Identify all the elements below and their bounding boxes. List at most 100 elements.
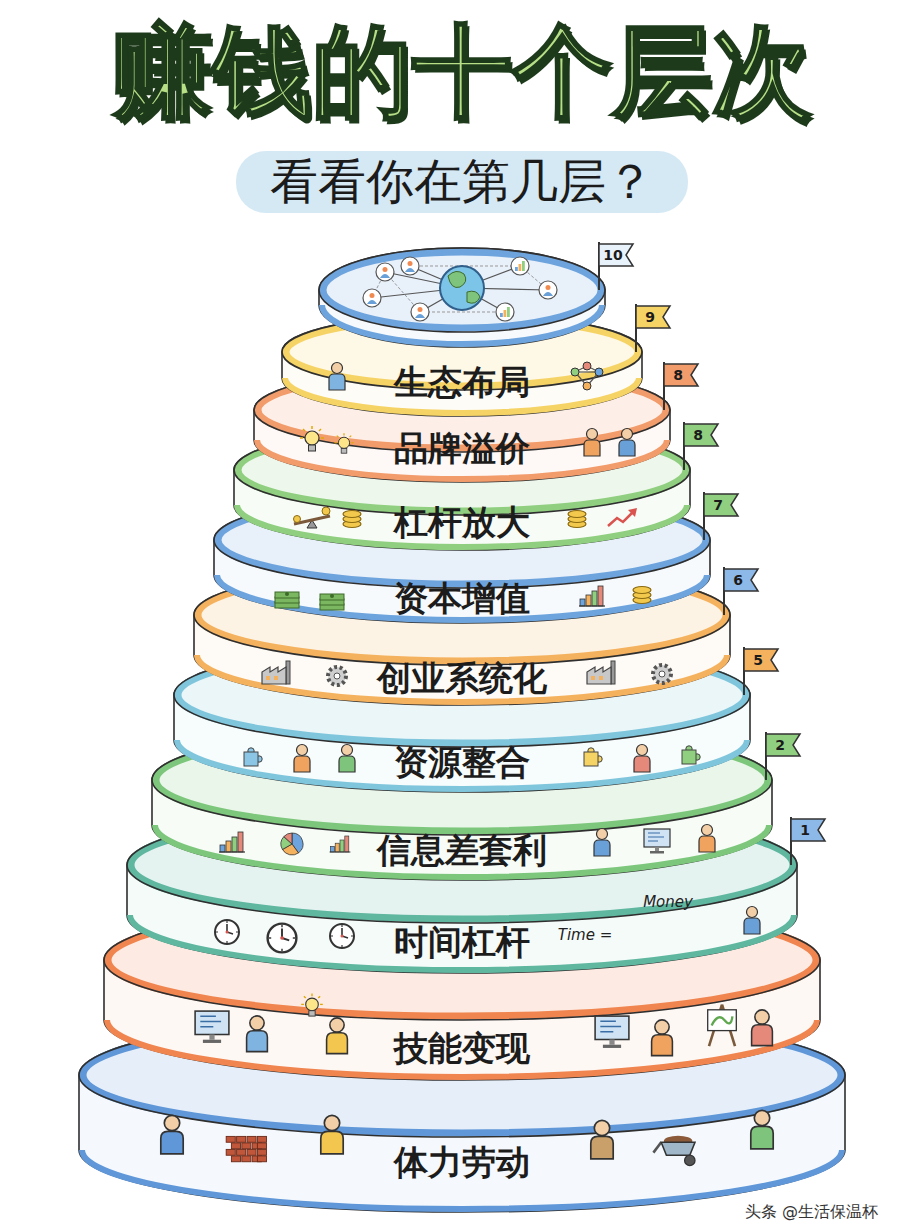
network-icon-part — [571, 368, 579, 376]
tier-label-box: 时间杠杆 — [394, 922, 530, 963]
subtitle-band: 看看你在第几层？ — [236, 151, 688, 213]
cash-icon — [275, 592, 299, 608]
ecosystem-illustration-part — [546, 285, 551, 290]
bars-icon-part — [330, 846, 334, 852]
person-icon — [327, 1018, 348, 1054]
gear-icon-part — [334, 673, 340, 679]
ecosystem-illustration-part — [496, 303, 514, 321]
bulb-icon-part — [321, 437, 324, 439]
clock-icon-part — [226, 941, 227, 943]
person-icon — [339, 745, 355, 773]
barrow-icon-part — [685, 1155, 695, 1165]
person-icon-part — [594, 840, 610, 856]
clock-icon-part — [216, 931, 218, 932]
person-icon-part — [637, 745, 648, 756]
tier-outline-part — [319, 248, 605, 347]
tier-outline-part — [108, 904, 816, 1016]
level-flag — [791, 817, 825, 865]
coins-icon-part — [568, 511, 586, 518]
clock-icon-part — [351, 935, 353, 936]
clock-icon-part — [341, 945, 342, 947]
network-icon-part — [583, 362, 591, 370]
ecosystem-illustration-part — [408, 261, 413, 266]
person-icon-part — [591, 1136, 613, 1158]
bricks-icon-part — [226, 1136, 235, 1142]
bars-icon-part — [220, 845, 225, 852]
bars-icon-part — [219, 851, 245, 852]
tier-label-box: 生态布局 — [394, 362, 530, 403]
tier-drawing — [127, 807, 825, 973]
person-icon-part — [699, 836, 715, 852]
tier-label-box: 信息差套利 — [377, 830, 547, 871]
level-flag-part — [744, 649, 778, 671]
bulb-icon-part — [351, 442, 353, 443]
person-icon-part — [294, 756, 310, 772]
person-icon — [329, 363, 345, 391]
tier-outline — [152, 725, 772, 880]
person-icon-part — [161, 1131, 183, 1153]
ecosystem-illustration-part — [420, 312, 505, 313]
tier-outline — [319, 248, 605, 347]
bricks-icon-part — [242, 1143, 251, 1149]
tier-outline-part — [127, 807, 797, 973]
puzzle-icon — [584, 748, 602, 766]
label-box: 2 — [775, 737, 785, 754]
person-icon-part — [250, 1016, 264, 1030]
tier-outline-part — [198, 569, 726, 661]
bricks-icon-part — [237, 1149, 246, 1155]
clock-icon-part — [236, 931, 238, 932]
clock-icon-part — [226, 921, 227, 923]
tier-outline-part — [79, 1013, 845, 1137]
tier-outline-part — [156, 729, 768, 831]
person-icon — [619, 429, 635, 457]
label-box: 7 — [713, 497, 723, 514]
ecosystem-illustration-part — [383, 267, 388, 272]
clock-icon — [330, 924, 354, 948]
tier-drawing — [152, 725, 800, 880]
level-flag — [744, 647, 778, 695]
person-icon-part — [164, 1115, 179, 1130]
computer-icon-part — [644, 829, 670, 847]
ecosystem-illustration-part — [504, 310, 507, 317]
bulb-icon-part — [304, 996, 306, 998]
tier-outline-part — [79, 1013, 845, 1212]
computer-icon — [195, 1011, 229, 1043]
cash-icon-part — [320, 594, 344, 600]
flag-number: 8 — [693, 427, 703, 444]
person-icon-part — [652, 1035, 673, 1056]
computer-icon-part — [648, 833, 664, 841]
bulb-icon-part — [305, 431, 319, 445]
ecosystem-illustration-part — [515, 267, 518, 271]
bricks-icon-part — [247, 1136, 256, 1142]
cash-icon-part — [330, 594, 334, 598]
clock-icon — [268, 924, 297, 953]
label-box: 8 — [693, 427, 703, 444]
computer-icon-part — [603, 1045, 621, 1048]
lever-icon-part — [294, 516, 301, 523]
clock-icon-part — [269, 937, 271, 938]
tier-outline — [234, 425, 690, 550]
level-flag-part — [636, 306, 670, 328]
level-flag-part — [664, 364, 698, 386]
puzzle-icon-part — [682, 750, 696, 764]
person-icon-part — [597, 829, 608, 840]
tier-outline-part — [234, 425, 690, 515]
computer-icon-part — [655, 847, 659, 851]
tier-label: 资本增值 — [394, 578, 530, 619]
person-icon — [321, 1115, 343, 1154]
level-flag — [684, 422, 718, 470]
bars-icon-part — [586, 595, 591, 606]
person-icon — [594, 829, 610, 857]
person-icon-part — [754, 1110, 769, 1125]
tier-outline — [194, 565, 730, 705]
title-box: 赚钱的十个层次 — [112, 17, 812, 127]
tier-outline-part — [254, 368, 670, 482]
tier-label: 创业系统化 — [377, 658, 547, 699]
arrowup-icon-part — [608, 512, 633, 526]
tier-label: 信息差套利 — [377, 830, 547, 871]
flag-number: 5 — [753, 652, 763, 669]
person-icon-part — [752, 1025, 773, 1046]
arrowup-icon-part — [628, 508, 637, 517]
tier-drawing — [254, 362, 698, 482]
tier-outline-part — [174, 643, 750, 792]
